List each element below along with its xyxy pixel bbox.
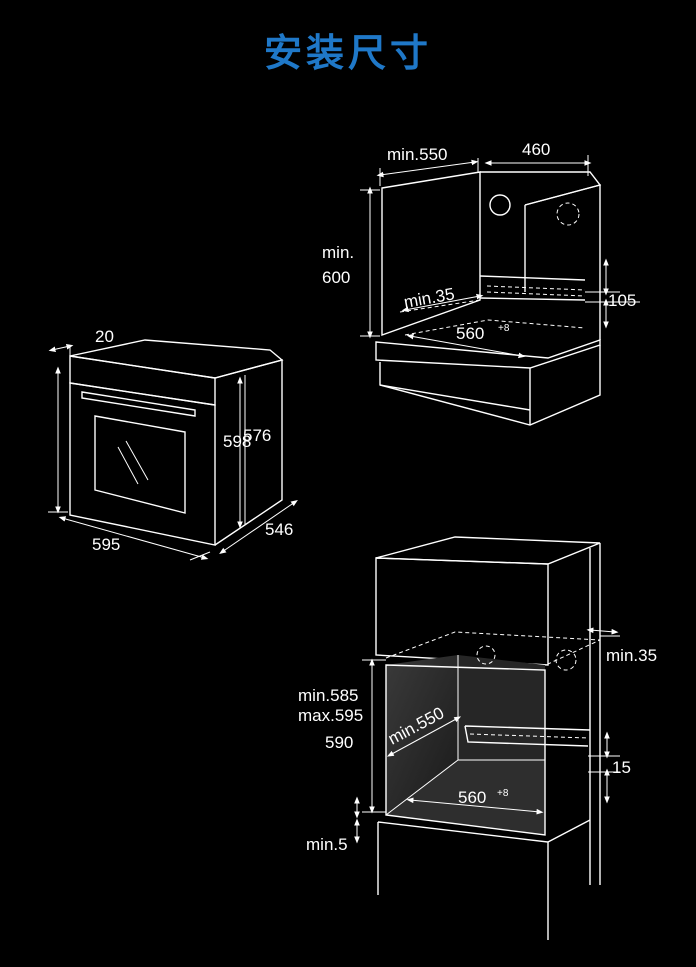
dim-min35-column: min.35 xyxy=(606,646,657,665)
dim-oven-width: 595 xyxy=(92,535,120,554)
cabinet-under-counter xyxy=(375,171,602,426)
cabinet-column-dimensions: min.35 min.585 max.595 590 min.550 15 56… xyxy=(298,627,657,854)
dim-15: 15 xyxy=(612,758,631,777)
oven-dimensions: 20 598 576 595 546 xyxy=(48,327,298,561)
dim-min550-top: min.550 xyxy=(387,145,447,164)
dim-560-column-tolerance: +8 xyxy=(497,788,509,799)
dim-oven-depth: 546 xyxy=(265,520,293,539)
dim-560-column: 560 xyxy=(458,788,486,807)
dim-oven-depth-front: 20 xyxy=(95,327,114,346)
dim-460: 460 xyxy=(522,140,550,159)
dim-min600-line1: min. xyxy=(322,243,354,262)
dim-560-top: 560 xyxy=(456,324,484,343)
dim-590: 590 xyxy=(325,733,353,752)
dim-max595: max.595 xyxy=(298,706,363,725)
dim-105: 105 xyxy=(608,291,636,310)
dim-oven-height-inner: 576 xyxy=(243,426,271,445)
page-title: 安装尺寸 xyxy=(263,31,432,75)
dim-min585: min.585 xyxy=(298,686,358,705)
dim-min600-line2: 600 xyxy=(322,268,350,287)
dim-min5: min.5 xyxy=(306,835,348,854)
dim-oven-height-outer: 598 xyxy=(223,432,251,451)
oven-drawing xyxy=(69,339,284,546)
dim-560-top-tolerance: +8 xyxy=(498,323,510,334)
